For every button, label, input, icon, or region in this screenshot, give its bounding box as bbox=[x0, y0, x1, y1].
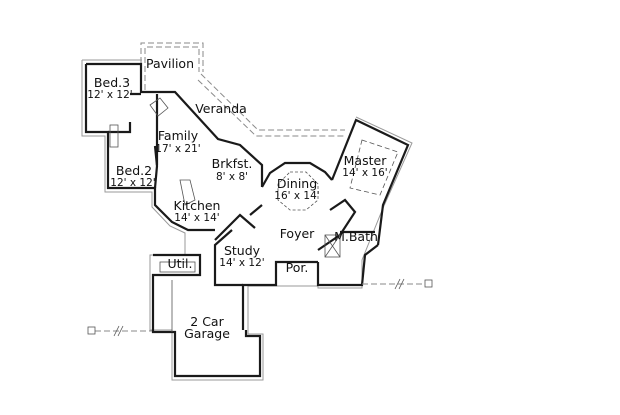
room-label-por: Por. bbox=[286, 260, 309, 275]
room-size-dining: 16' x 14' bbox=[274, 190, 319, 202]
room-label-veranda: Veranda bbox=[195, 101, 247, 116]
walls bbox=[84, 62, 410, 378]
room-size-bed3: 12' x 12' bbox=[87, 89, 132, 101]
room-label-foyer: Foyer bbox=[280, 226, 315, 241]
veranda-outline bbox=[197, 73, 345, 137]
room-label-garage-2: Garage bbox=[184, 326, 230, 341]
room-size-master: 14' x 16' bbox=[342, 167, 387, 179]
room-label-study: Study bbox=[224, 243, 261, 258]
room-size-brkfst: 8' x 8' bbox=[216, 171, 248, 183]
room-label-kitchen: Kitchen bbox=[174, 198, 221, 213]
room-label-bed3: Bed.3 bbox=[94, 75, 130, 90]
room-label-family: Family bbox=[158, 128, 199, 143]
room-label-garage: 2 Car bbox=[190, 314, 224, 329]
room-size-family: 17' x 21' bbox=[155, 143, 200, 155]
room-label-master: Master bbox=[344, 153, 388, 168]
room-size-kitchen: 14' x 14' bbox=[174, 212, 219, 224]
room-label-util: Util. bbox=[168, 256, 193, 271]
room-label-mbath: M.Bath bbox=[334, 229, 378, 244]
dimension-line-left bbox=[87, 325, 152, 337]
room-label-dining: Dining bbox=[277, 176, 317, 191]
dimension-line-right bbox=[362, 278, 433, 290]
room-size-study: 14' x 12' bbox=[219, 257, 264, 269]
room-label-pavilion: Pavilion bbox=[146, 56, 194, 71]
room-label-brkfst: Brkfst. bbox=[212, 156, 253, 171]
room-label-bed2: Bed.2 bbox=[116, 163, 152, 178]
room-size-bed2: 12' x 12' bbox=[110, 177, 155, 189]
fixtures bbox=[109, 97, 399, 332]
